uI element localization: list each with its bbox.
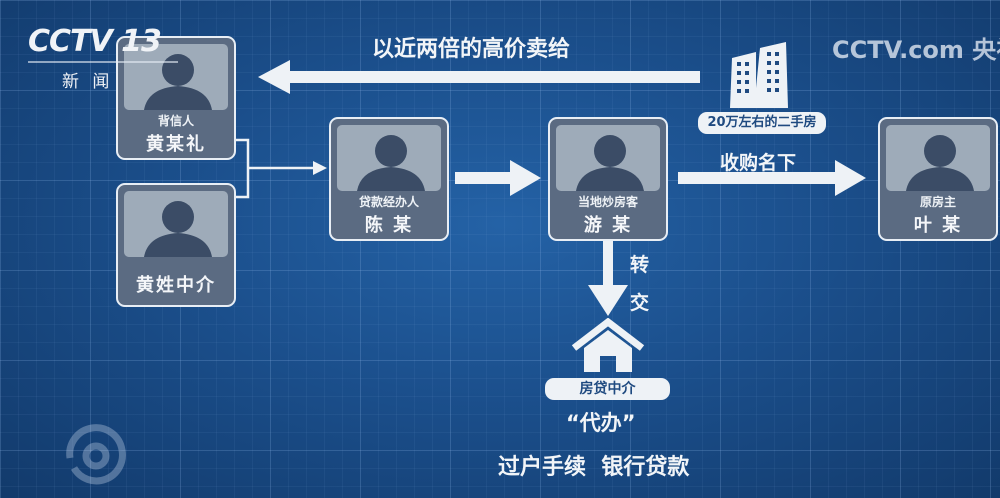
transfer-label-2: 交 <box>630 292 650 314</box>
merge-connector <box>236 138 314 199</box>
silhouette-icon <box>124 191 228 257</box>
cctv13-logo: CCTV 13 新 闻 <box>28 24 178 92</box>
transfer-label-1: 转 <box>630 254 650 276</box>
house-label: 20万左右的二手房 <box>698 112 826 134</box>
mortgage-agent-services: 过户手续 银行贷款 <box>498 455 690 480</box>
node-ye: 原房主 叶 某 <box>878 117 998 241</box>
node-name: 黄某礼 <box>146 134 206 155</box>
purchase-label: 收购名下 <box>720 152 797 174</box>
transfer-arrow <box>588 240 628 316</box>
cctv-com-watermark: CCTV.com 央视网 <box>832 36 1000 64</box>
channel-logo: CCTV 13 <box>28 24 162 59</box>
mortgage-agent-label: 房贷中介 <box>545 378 670 400</box>
purchase-arrow <box>678 160 866 196</box>
silhouette-icon <box>556 125 660 191</box>
chen-to-you-arrow <box>455 160 541 196</box>
silhouette-icon <box>337 125 441 191</box>
node-huang-agent: 黄姓中介 <box>116 183 236 307</box>
resale-arrow <box>258 60 700 94</box>
node-name: 游 某 <box>583 215 633 236</box>
resale-label: 以近两倍的高价卖给 <box>372 37 571 62</box>
merge-arrowhead <box>313 161 327 175</box>
node-huang-mouli: 背信人 黄某礼 <box>116 36 236 160</box>
channel-subtitle: 新 闻 <box>62 72 114 92</box>
node-name: 陈 某 <box>364 215 414 236</box>
silhouette-icon <box>886 125 990 191</box>
cctv-swirl-logo <box>66 424 126 485</box>
node-you: 当地炒房客 游 某 <box>548 117 668 241</box>
node-chen: 贷款经办人 陈 某 <box>329 117 449 241</box>
node-role: 原房主 <box>919 195 956 209</box>
node-role: 当地炒房客 <box>577 195 638 209</box>
house-icon <box>571 318 645 372</box>
node-name: 叶 某 <box>913 215 963 236</box>
logo-underline <box>28 61 178 63</box>
node-role: 背信人 <box>157 114 194 128</box>
mortgage-agent-quote: “代办” <box>566 411 636 435</box>
building-icon <box>730 42 788 108</box>
node-role: 贷款经办人 <box>358 195 419 209</box>
node-name: 黄姓中介 <box>136 275 216 296</box>
